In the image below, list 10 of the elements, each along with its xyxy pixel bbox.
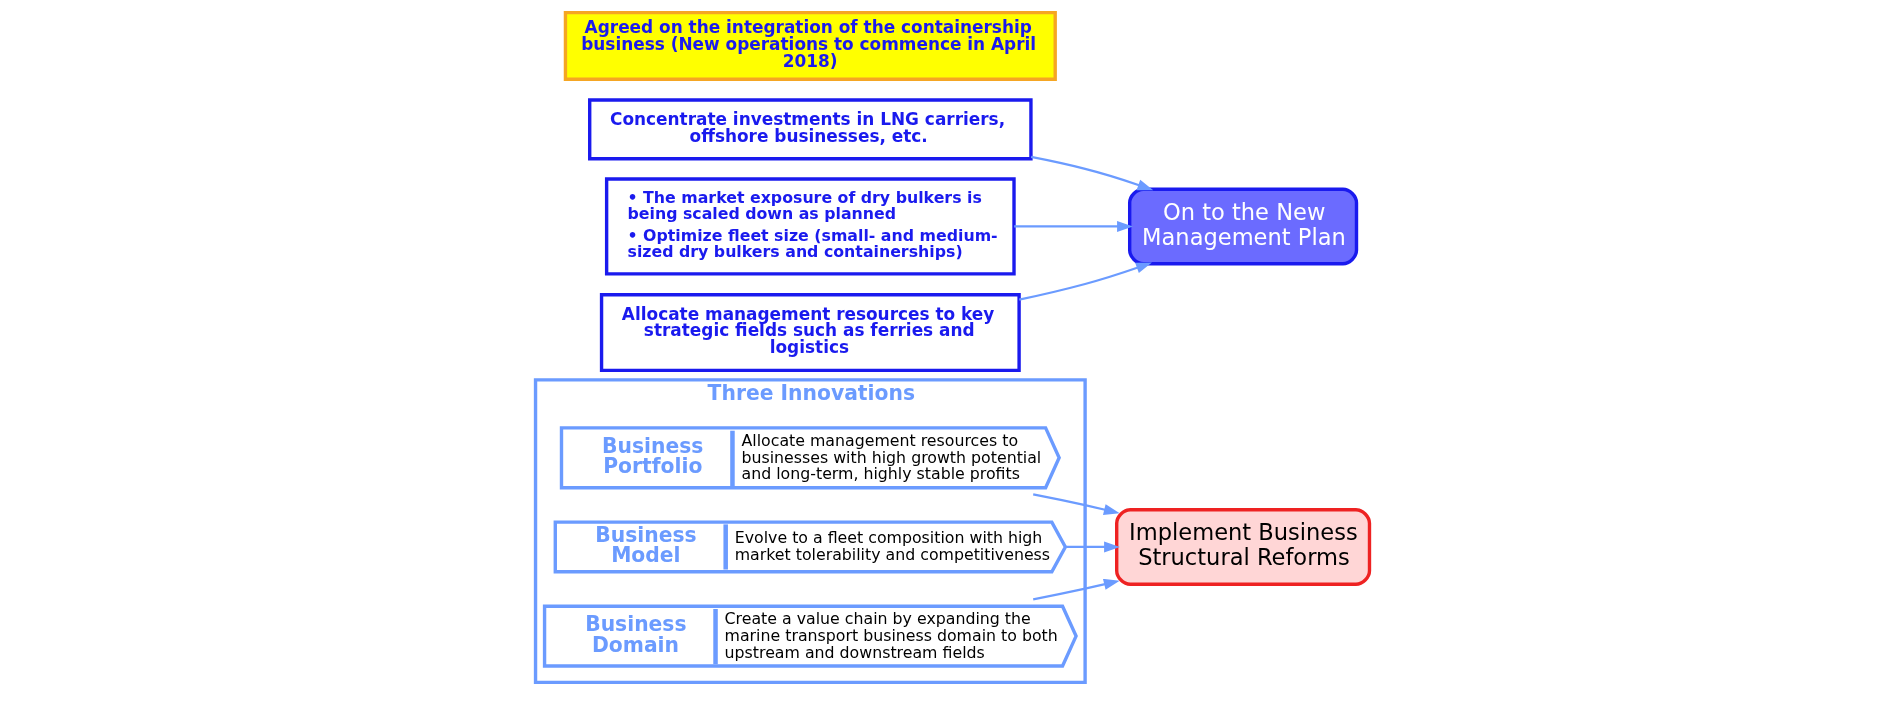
arrow <box>1014 220 1133 232</box>
node-box: Allocate management resources to key strategic fields such as ferries and logistics <box>599 293 1021 373</box>
arrow <box>1030 155 1154 191</box>
arrow <box>1019 262 1152 301</box>
arrow <box>1065 541 1120 553</box>
node-box: Agreed on the integration of the containership business (New operations to commence in April 2018) <box>563 10 1057 81</box>
node-box: On to the New Management Plan <box>1128 187 1359 266</box>
node-box: Implement Business Structural Reforms <box>1115 508 1372 586</box>
node-box: • The market exposure of dry bulkers is being scaled down as planned • Optimize fleet size (small- and medium-sized dry bulkers and containerships) <box>604 177 1016 276</box>
node-box: Concentrate investments in LNG carriers, offshore businesses, etc. <box>588 98 1033 161</box>
